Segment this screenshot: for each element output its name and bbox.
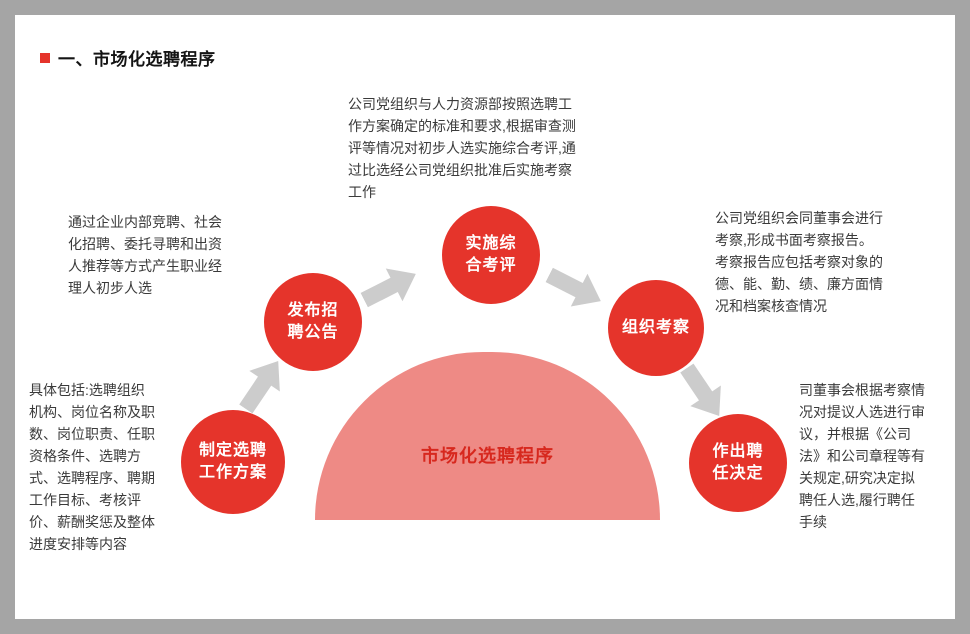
step-circle-evaluate-label: 实施综 合考评 [465, 235, 517, 274]
step-circle-appoint: 作出聘 任决定 [689, 414, 787, 512]
center-dome: 市场化选聘程序 [315, 352, 660, 520]
note-announce-step: 通过企业内部竞聘、社会 化招聘、委托寻聘和出资 人推荐等方式产生职业经 理人初步… [68, 214, 222, 296]
center-dome-label: 市场化选聘程序 [421, 446, 554, 466]
step-circle-inspect: 组织考察 [608, 280, 704, 376]
step-circle-plan-label: 制定选聘 工作方案 [198, 442, 267, 481]
page-title-text: 一、市场化选聘程序 [58, 50, 216, 69]
page-title: 一、市场化选聘程序 [40, 45, 216, 70]
step-circle-announce-label: 发布招 聘公告 [287, 302, 339, 341]
title-bullet-square [40, 52, 50, 63]
step-circle-evaluate: 实施综 合考评 [442, 206, 540, 304]
note-evaluate-step: 公司党组织与人力资源部按照选聘工 作方案确定的标准和要求,根据审查测 评等情况对… [348, 96, 576, 200]
step-circle-plan: 制定选聘 工作方案 [181, 410, 285, 514]
step-circle-appoint-label: 作出聘 任决定 [712, 443, 764, 482]
arrow-step3-to-step4-icon [540, 257, 610, 319]
step-circle-announce: 发布招 聘公告 [264, 273, 362, 371]
note-plan-step: 具体包括:选聘组织 机构、岗位名称及职 数、岗位职责、任职 资格条件、选聘方 式… [29, 382, 155, 552]
note-appoint-step: 司董事会根据考察情 况对提议人选进行审 议，并根据《公司 法》和公司章程等有 关… [799, 382, 925, 530]
arrow-step2-to-step3-icon [355, 256, 425, 318]
step-circle-inspect-label: 组织考察 [621, 319, 690, 336]
note-inspect-step: 公司党组织会同董事会进行 考察,形成书面考察报告。 考察报告应包括考察对象的 德… [715, 210, 883, 314]
diagram-canvas: 一、市场化选聘程序 公司党组织与人力资源部按照选聘工 作方案确定的标准和要求,根… [15, 15, 955, 619]
